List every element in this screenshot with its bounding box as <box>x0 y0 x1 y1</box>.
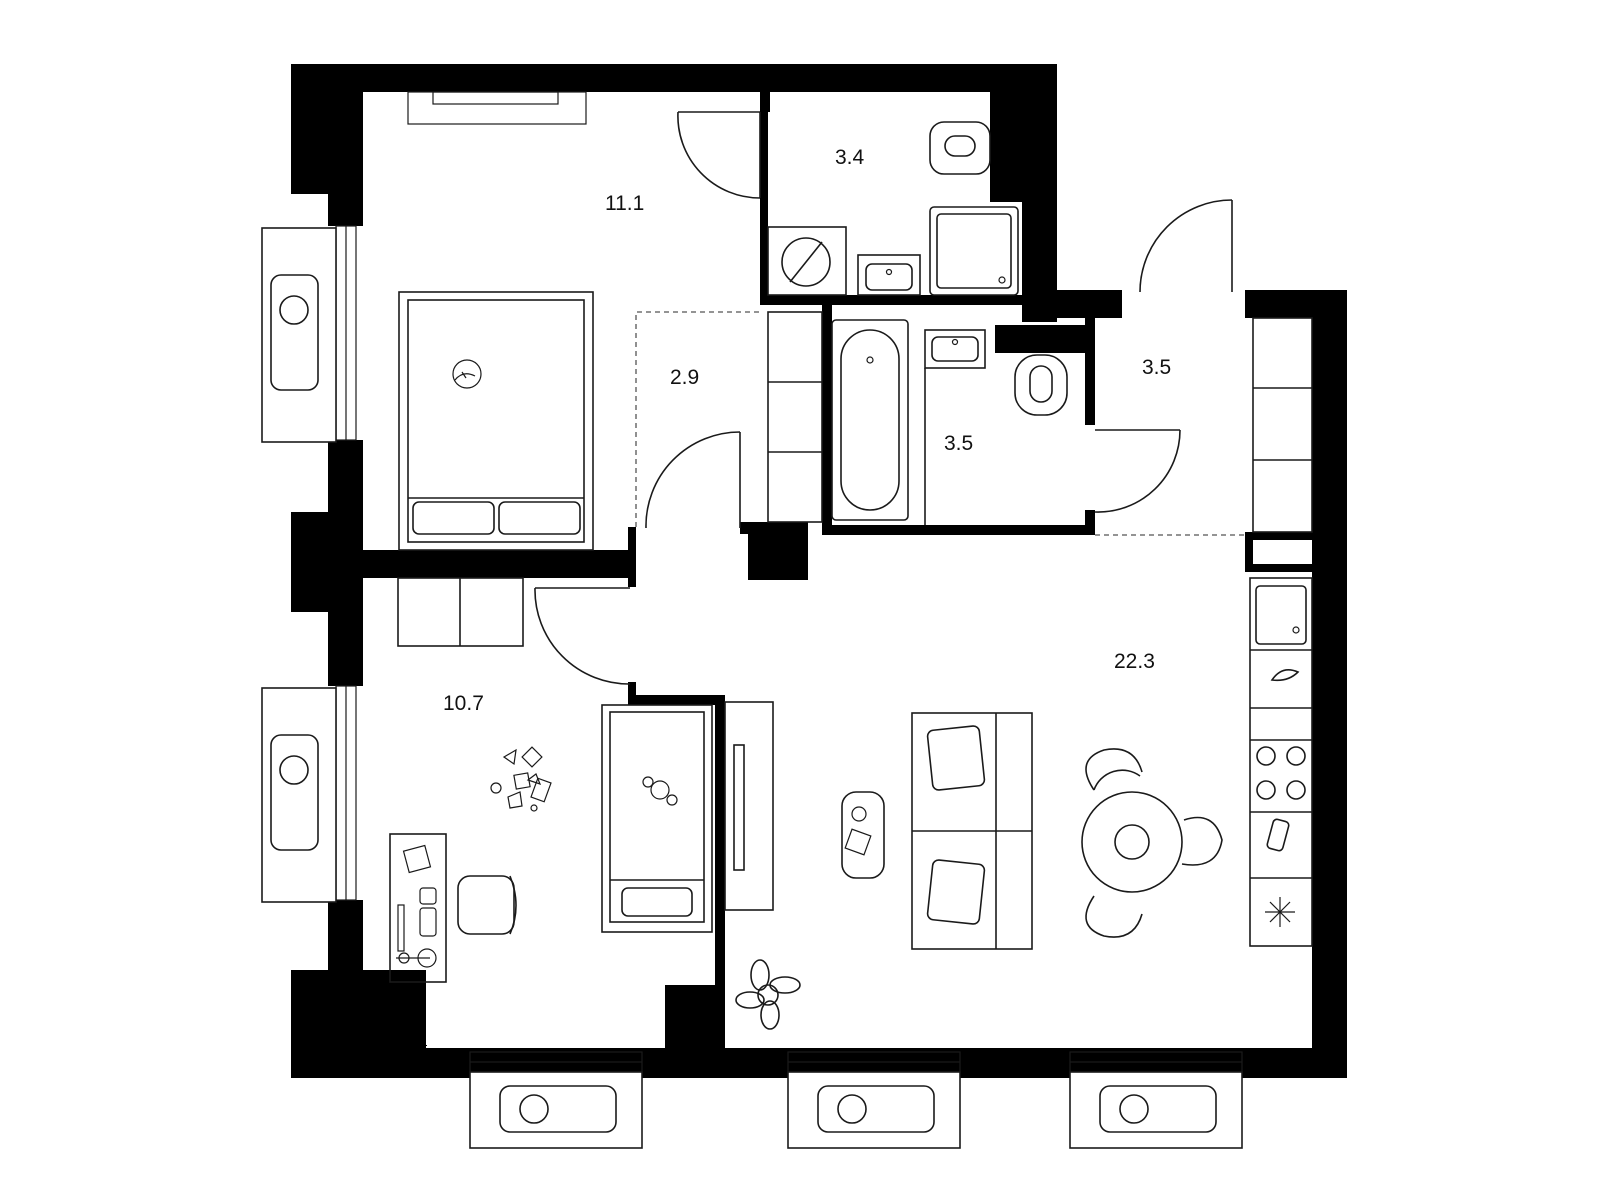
snowflake-icon <box>1265 897 1295 927</box>
cat-icon <box>452 359 482 389</box>
zone-dividers <box>635 311 1245 536</box>
room-labels: 11.1 3.4 2.9 3.5 3.5 22.3 10.7 <box>443 146 1171 715</box>
room-area-kids-room: 10.7 <box>443 692 484 715</box>
room-area-hall: 2.9 <box>670 366 699 389</box>
window-units <box>261 227 1243 1149</box>
room-area-entrance: 3.5 <box>1142 356 1171 379</box>
window-openings <box>335 91 1243 1073</box>
room-area-bathroom: 3.5 <box>944 432 973 455</box>
room-area-living-kitchen: 22.3 <box>1114 650 1155 673</box>
plant-icon <box>735 959 801 1030</box>
doors <box>534 111 1233 685</box>
toys-icon <box>490 746 552 812</box>
teddy-bear-icon <box>642 776 678 806</box>
furniture <box>389 121 1313 1030</box>
walls <box>291 64 1347 1078</box>
room-area-wc: 3.4 <box>835 146 865 169</box>
room-area-bedroom: 11.1 <box>605 192 644 215</box>
